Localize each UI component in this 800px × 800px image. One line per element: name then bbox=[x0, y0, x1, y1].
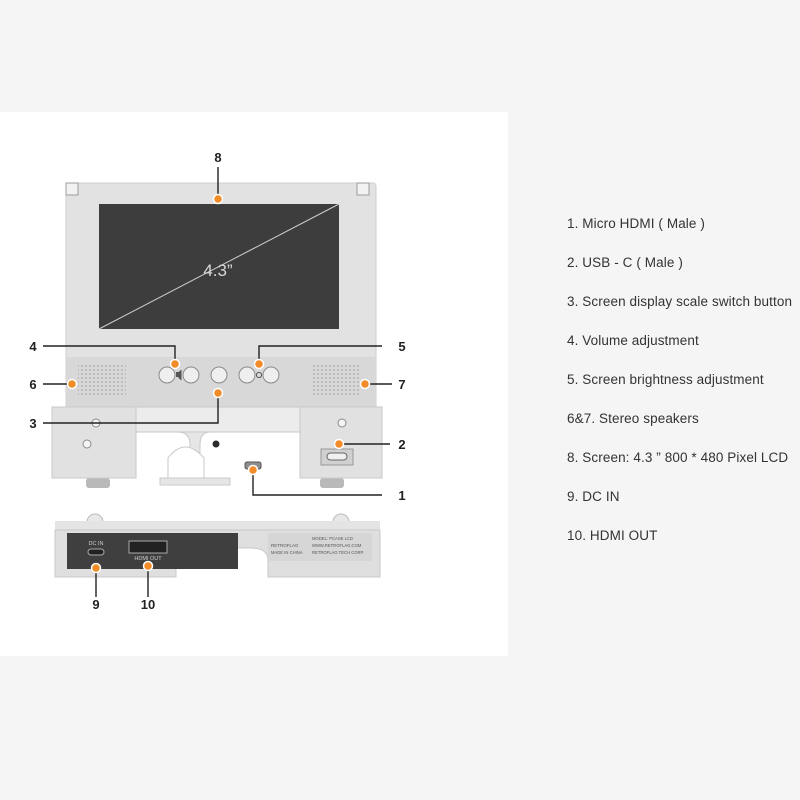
label-website: WWW.RETROFLAG.COM bbox=[312, 543, 362, 548]
screen-size-label: 4.3” bbox=[203, 261, 233, 280]
callout-number-8: 8 bbox=[214, 150, 221, 165]
dc-in-port bbox=[87, 548, 105, 556]
legend-item-2: 2. USB - C ( Male ) bbox=[567, 255, 683, 270]
callout-number-4: 4 bbox=[29, 339, 37, 354]
callout-number-2: 2 bbox=[398, 437, 405, 452]
rear-panel-top bbox=[55, 521, 380, 531]
callout-lines bbox=[43, 167, 392, 597]
screen-scale-switch-button[interactable] bbox=[210, 366, 228, 384]
volume-up-button[interactable] bbox=[182, 366, 200, 384]
foot-left bbox=[86, 478, 110, 488]
callout-dot-9 bbox=[90, 562, 102, 574]
callout-dot-6 bbox=[66, 378, 78, 390]
callout-number-6: 6 bbox=[29, 377, 36, 392]
legend-item-1: 1. Micro HDMI ( Male ) bbox=[567, 216, 705, 231]
label-origin: MADE IN CHINA bbox=[271, 550, 303, 555]
dock-hole bbox=[212, 440, 220, 448]
speaker-left bbox=[78, 363, 126, 395]
dock-front-left bbox=[51, 406, 137, 479]
label-maker: RETROFLAG TECH CORP. bbox=[312, 550, 364, 555]
button-group-volume bbox=[158, 366, 200, 384]
callout-number-5: 5 bbox=[398, 339, 405, 354]
callout-line-4 bbox=[43, 345, 176, 361]
callout-number-9: 9 bbox=[92, 597, 99, 612]
brightness-up-button[interactable] bbox=[262, 366, 280, 384]
legend-item-6-7: 6&7. Stereo speakers bbox=[567, 411, 699, 426]
callout-dot-4 bbox=[169, 358, 181, 370]
volume-icon bbox=[176, 369, 182, 381]
cartridge-slot-notch bbox=[167, 446, 205, 479]
callout-dot-2 bbox=[333, 438, 345, 450]
usb-c-connector bbox=[326, 452, 348, 461]
hdmi-out-label: HDMI OUT bbox=[134, 556, 162, 562]
legend-item-10: 10. HDMI OUT bbox=[567, 528, 658, 543]
callout-dot-3 bbox=[212, 387, 224, 399]
callout-dots bbox=[66, 193, 371, 574]
hinge-tab-left bbox=[65, 182, 79, 196]
label-model: MODEL: PCASE LCD bbox=[312, 536, 353, 541]
brightness-down-button[interactable] bbox=[238, 366, 256, 384]
dock-screw-right bbox=[337, 418, 347, 428]
button-group-brightness bbox=[238, 366, 280, 384]
speaker-right bbox=[311, 363, 359, 395]
callout-number-7: 7 bbox=[398, 377, 405, 392]
screen-diagonal bbox=[98, 203, 340, 330]
callout-numbers: 8 4 5 6 7 3 2 1 9 10 bbox=[29, 150, 405, 612]
callout-number-3: 3 bbox=[29, 416, 36, 431]
callout-dot-8 bbox=[212, 193, 224, 205]
callout-line-3 bbox=[43, 396, 219, 424]
legend-item-5: 5. Screen brightness adjustment bbox=[567, 372, 764, 387]
hinge-tab-right bbox=[356, 182, 370, 196]
dc-in-label: DC IN bbox=[89, 541, 104, 547]
callout-line-1 bbox=[252, 470, 382, 496]
callout-dot-7 bbox=[359, 378, 371, 390]
dock-screw-left-lower bbox=[82, 439, 92, 449]
callout-number-1: 1 bbox=[398, 488, 405, 503]
callout-line-5 bbox=[258, 345, 382, 361]
volume-down-button[interactable] bbox=[158, 366, 176, 384]
label-brand: RETROFLAG bbox=[271, 543, 299, 548]
brightness-icon bbox=[255, 371, 263, 379]
legend-item-8: 8. Screen: 4.3 ” 800 * 480 Pixel LCD bbox=[567, 450, 789, 465]
legend-item-9: 9. DC IN bbox=[567, 489, 620, 504]
legend-item-3: 3. Screen display scale switch button bbox=[567, 294, 793, 309]
foot-right bbox=[320, 478, 344, 488]
callout-dot-5 bbox=[253, 358, 265, 370]
legend-item-4: 4. Volume adjustment bbox=[567, 333, 699, 348]
callout-dot-10 bbox=[142, 560, 154, 572]
label-plate bbox=[268, 533, 372, 561]
callout-dot-1 bbox=[247, 464, 259, 476]
hdmi-out-port bbox=[128, 540, 168, 554]
callout-number-10: 10 bbox=[141, 597, 155, 612]
